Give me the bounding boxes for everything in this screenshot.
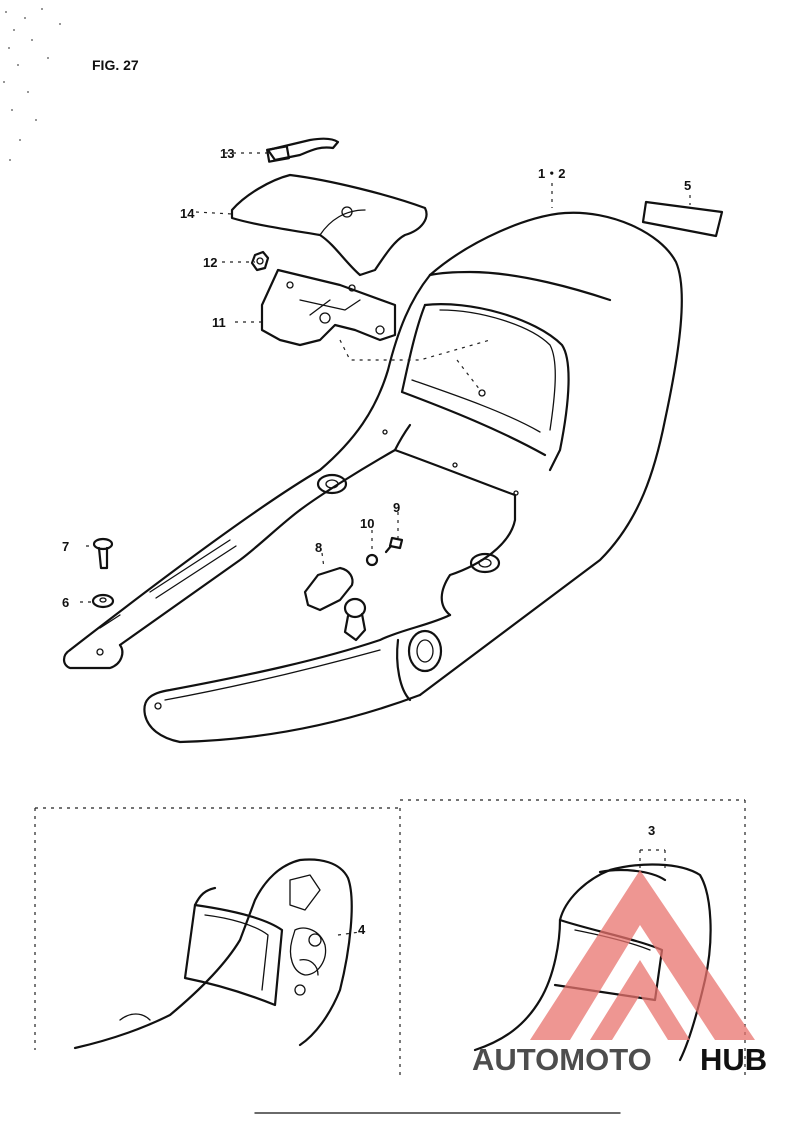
inset-left-cowl bbox=[73, 858, 361, 1050]
part-5-label bbox=[641, 200, 724, 238]
part-6-washer bbox=[91, 593, 115, 609]
part-7-bolt bbox=[92, 537, 114, 570]
callout-10: 10 bbox=[360, 516, 374, 531]
callout-14: 14 bbox=[180, 206, 195, 221]
part-10-nut bbox=[365, 553, 379, 567]
part-9-bolt bbox=[384, 536, 404, 554]
watermark-triangle-icon bbox=[530, 870, 755, 1040]
callout-5: 5 bbox=[684, 178, 691, 193]
inset-frames bbox=[34, 799, 746, 1080]
figure-title: FIG. 27 bbox=[92, 57, 139, 73]
watermark-text-primary: AUTOMOTO bbox=[472, 1042, 652, 1077]
callout-1-2: 1・2 bbox=[538, 166, 565, 181]
callout-8: 8 bbox=[315, 540, 322, 555]
leader-lines bbox=[80, 152, 691, 603]
part-14-tray bbox=[230, 173, 428, 277]
callout-12: 12 bbox=[203, 255, 217, 270]
part-13-strap bbox=[266, 137, 340, 163]
callout-6: 6 bbox=[62, 595, 69, 610]
seat-tail-cowl bbox=[62, 211, 683, 744]
watermark-logo: AUTOMOTO HUB bbox=[472, 870, 767, 1077]
part-11-bracket bbox=[260, 268, 397, 347]
part-8-lock bbox=[303, 566, 367, 642]
scan-noise bbox=[3, 8, 61, 161]
callout-3: 3 bbox=[648, 823, 655, 838]
watermark-text-secondary: HUB bbox=[700, 1042, 767, 1077]
watermark-inner-triangle-icon bbox=[590, 960, 690, 1040]
callout-labels: 1・2 3 4 5 6 7 8 9 10 11 12 13 14 bbox=[62, 146, 691, 937]
callout-9: 9 bbox=[393, 500, 400, 515]
part-12-nut bbox=[250, 250, 270, 272]
callout-11: 11 bbox=[212, 315, 226, 330]
callout-7: 7 bbox=[62, 539, 69, 554]
callout-13: 13 bbox=[220, 146, 234, 161]
callout-4: 4 bbox=[358, 922, 366, 937]
